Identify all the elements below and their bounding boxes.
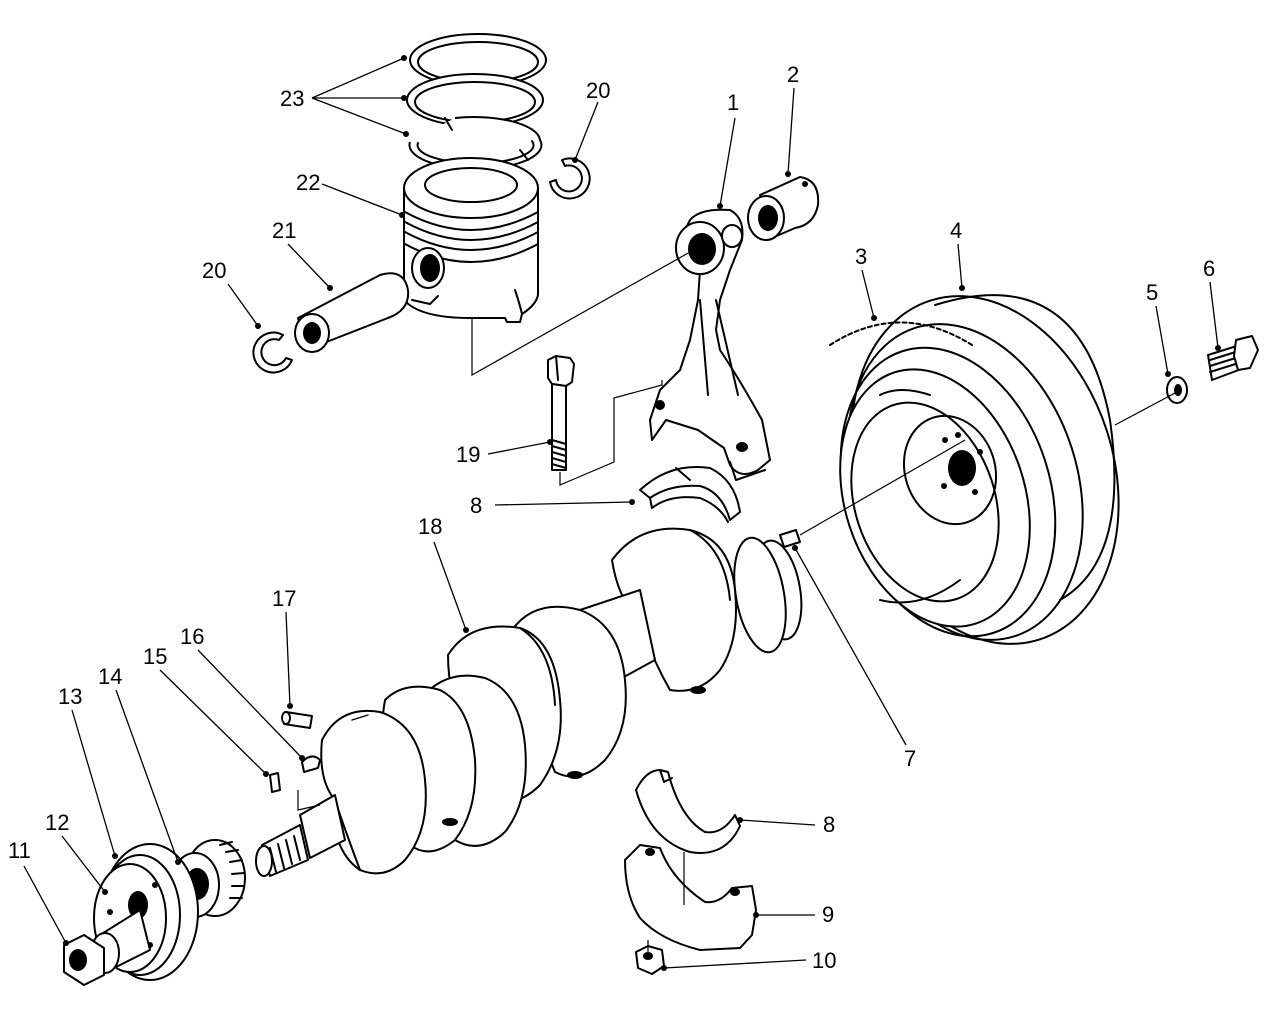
- piston-pin: [294, 272, 410, 353]
- callout-labels: 1 2 3 4 5 6 7 8 8 9 10 11 12 13 14 15 16…: [8, 62, 1215, 973]
- callout-8-lower: 8: [823, 812, 835, 837]
- callout-3: 3: [855, 244, 867, 269]
- callout-7: 7: [904, 746, 916, 771]
- callout-11: 11: [8, 838, 31, 863]
- callout-15: 15: [143, 644, 167, 669]
- main-bearing-cap-nut: [635, 945, 665, 975]
- ring-gear: [829, 321, 973, 346]
- callout-6: 6: [1203, 256, 1215, 281]
- callout-14: 14: [98, 664, 122, 689]
- callout-16: 16: [180, 624, 204, 649]
- piston: [403, 157, 539, 323]
- big-end-bolt: [547, 355, 575, 471]
- callout-9: 9: [822, 902, 834, 927]
- crankshaft: [255, 527, 803, 877]
- main-bearing-shell-lower: [635, 769, 741, 854]
- callout-2: 2: [787, 62, 799, 87]
- piston-rings: [406, 33, 547, 171]
- flywheel-bolt: [1207, 335, 1259, 381]
- callout-20-left: 20: [202, 258, 226, 283]
- pulley-nut: [63, 934, 105, 986]
- callout-22: 22: [296, 170, 320, 195]
- callout-19: 19: [456, 442, 480, 467]
- callout-5: 5: [1146, 280, 1158, 305]
- callout-8-upper: 8: [470, 493, 482, 518]
- circlip-right: [549, 157, 591, 200]
- callout-18: 18: [418, 514, 442, 539]
- main-bearing-cap: [624, 844, 757, 951]
- rod-bearing-shell-upper: [639, 466, 741, 523]
- callout-20-right: 20: [586, 78, 610, 103]
- callout-leaders: [23, 55, 1221, 971]
- callout-4: 4: [950, 218, 962, 243]
- circlip-left: [252, 331, 293, 374]
- woodruff-key-16: [301, 755, 321, 773]
- flywheel: [839, 294, 1120, 645]
- callout-12: 12: [45, 810, 69, 835]
- flywheel-dowel: [779, 529, 801, 548]
- callout-17: 17: [272, 586, 296, 611]
- callout-10: 10: [812, 948, 836, 973]
- small-end-bushing: [747, 176, 820, 241]
- callout-23: 23: [280, 86, 304, 111]
- callout-1: 1: [727, 90, 739, 115]
- callout-21: 21: [272, 218, 296, 243]
- dowel-17: [281, 711, 313, 729]
- callout-13: 13: [58, 684, 82, 709]
- lock-washer: [1166, 376, 1188, 404]
- pin-15: [269, 772, 281, 793]
- assembly-lines: [297, 251, 1178, 952]
- connecting-rod: [649, 208, 771, 481]
